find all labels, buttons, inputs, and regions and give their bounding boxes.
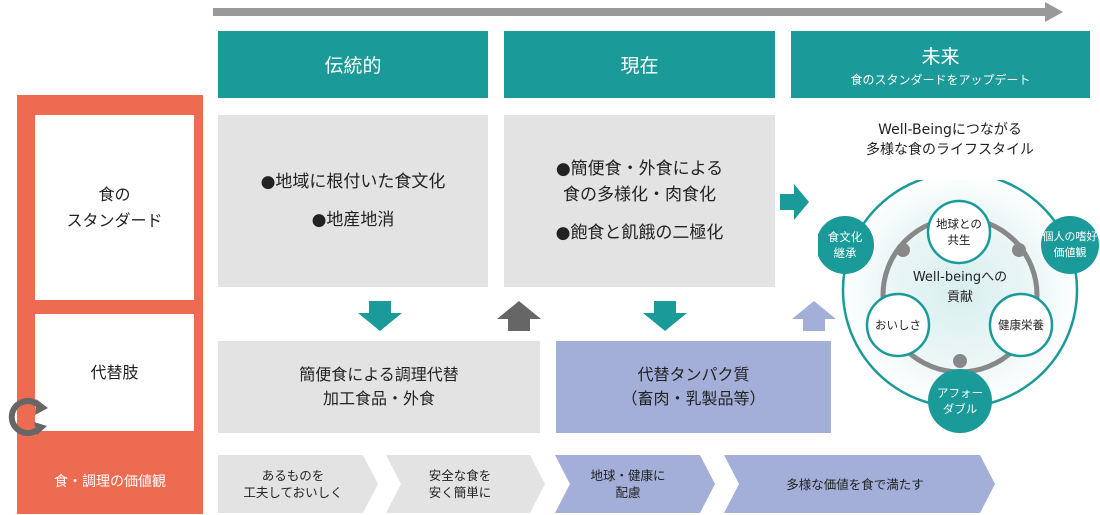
ring-dot (1012, 243, 1026, 257)
inner-label-left: おいしさ (875, 318, 921, 332)
inner-circle-left (865, 292, 931, 358)
chevron-4 (724, 455, 995, 513)
standard-present-box: ●簡便食・外食による 食の多様化・肉食化 ●飽食と飢餓の二極化 (504, 115, 775, 287)
value-label-2: 安全な食を安く簡単に (428, 468, 492, 500)
outer-circle-bottom (928, 369, 992, 433)
row-label-values: 食・調理の価値観 (54, 474, 166, 490)
center-label: Well-beingへの貢献 (912, 270, 1008, 305)
value-label-4: 多様な価値を食で満たす (786, 476, 924, 492)
row-label-alternatives: 代替肢 (35, 314, 194, 431)
inner-label-top: 地球との共生 (936, 217, 982, 247)
outer-circle-left (818, 216, 874, 274)
row-label-food-standard: 食の スタンダード (35, 115, 194, 300)
inner-circle-right (988, 292, 1054, 358)
header-future: 未来 食のスタンダードをアップデート (791, 31, 1090, 98)
chevron-3 (555, 455, 715, 513)
inner-circle-top (926, 199, 992, 265)
up-arrow-lavender (792, 301, 836, 331)
to-future-arrow (780, 184, 809, 220)
standard-traditional-box: ●地域に根付いた食文化 ●地産地消 (218, 115, 488, 287)
down-arrow-teal-1 (358, 301, 402, 331)
values-chevrons (218, 455, 995, 513)
value-label-3: 地球・健康に配慮 (590, 468, 666, 500)
chevron-1 (218, 455, 378, 513)
outer-label-left: 食文化継承 (827, 230, 863, 260)
outer-label-bottom: アフォーダブル (937, 386, 983, 416)
alternative-convenience-box: 簡便食による調理代替 加工食品・外食 (218, 341, 540, 433)
up-arrow-gray (497, 301, 541, 331)
outer-label-right: 個人の嗜好価値観 (1042, 230, 1098, 259)
future-diagram-title: Well-Beingにつながる 多様な食のライフスタイル (866, 122, 1034, 158)
header-present: 現在 (504, 31, 775, 98)
chevron-2 (386, 455, 545, 513)
outer-circle-right (1041, 216, 1099, 274)
inner-label-right: 健康栄養 (998, 318, 1044, 332)
ring-dot (953, 354, 967, 368)
header-traditional: 伝統的 (218, 31, 488, 98)
ring-dot (896, 243, 910, 257)
down-arrow-teal-2 (643, 301, 687, 331)
timeline-arrow (213, 2, 1063, 22)
future-diagram (818, 180, 1099, 433)
cycle-icon (8, 398, 48, 436)
value-label-1: あるものを工夫しておいしく (243, 468, 343, 500)
alternative-protein-box: 代替タンパク質 （畜肉・乳製品等） (556, 341, 831, 433)
